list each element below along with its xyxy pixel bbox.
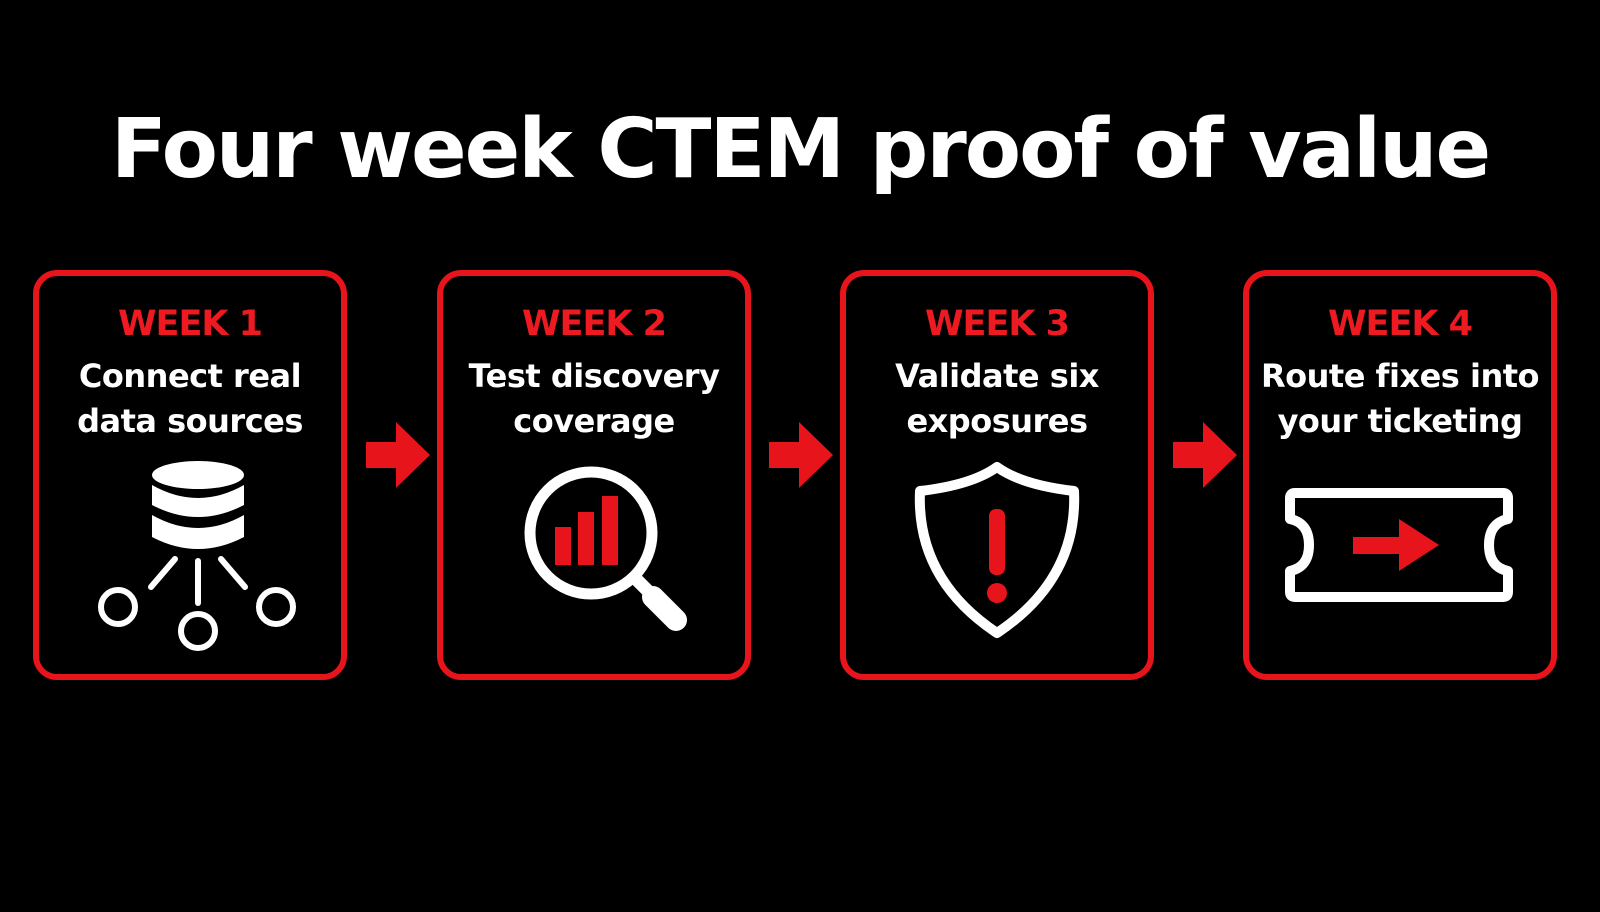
week-1-label: WEEK 1	[117, 304, 263, 344]
right-arrow-icon	[1173, 422, 1237, 488]
week-2-description-line-2: coverage	[513, 402, 675, 440]
database-network-icon	[98, 461, 296, 651]
week-2-description-line-1: Test discovery	[468, 357, 720, 395]
week-3-card: WEEK 3 Validate six exposures	[840, 270, 1154, 680]
week-4-description-line-2: your ticketing	[1277, 402, 1523, 440]
right-arrow-icon	[769, 422, 833, 488]
week-4-description-line-1: Route fixes into	[1261, 357, 1540, 395]
week-1-card: WEEK 1 Connect real data sources	[33, 270, 347, 680]
right-arrow-icon	[366, 422, 430, 488]
week-3-description: Validate six exposures	[846, 354, 1148, 444]
week-1-description-line-2: data sources	[77, 402, 303, 440]
week-3-label: WEEK 3	[924, 304, 1070, 344]
ticket-arrow-icon	[1285, 488, 1513, 602]
week-4-card: WEEK 4 Route fixes into your ticketing	[1243, 270, 1557, 680]
week-2-description: Test discovery coverage	[443, 354, 745, 444]
week-3-description-line-1: Validate six	[895, 357, 1099, 395]
week-1-description-line-1: Connect real	[78, 357, 302, 395]
week-4-description: Route fixes into your ticketing	[1249, 354, 1551, 444]
week-4-label: WEEK 4	[1327, 304, 1473, 344]
week-1-description: Connect real data sources	[39, 354, 341, 444]
week-3-description-line-2: exposures	[906, 402, 1088, 440]
page-title: Four week CTEM proof of value	[110, 102, 1491, 197]
shield-alert-icon	[914, 462, 1080, 638]
week-2-label: WEEK 2	[521, 304, 667, 344]
week-2-card: WEEK 2 Test discovery coverage	[437, 270, 751, 680]
magnifier-chart-icon	[524, 466, 687, 631]
